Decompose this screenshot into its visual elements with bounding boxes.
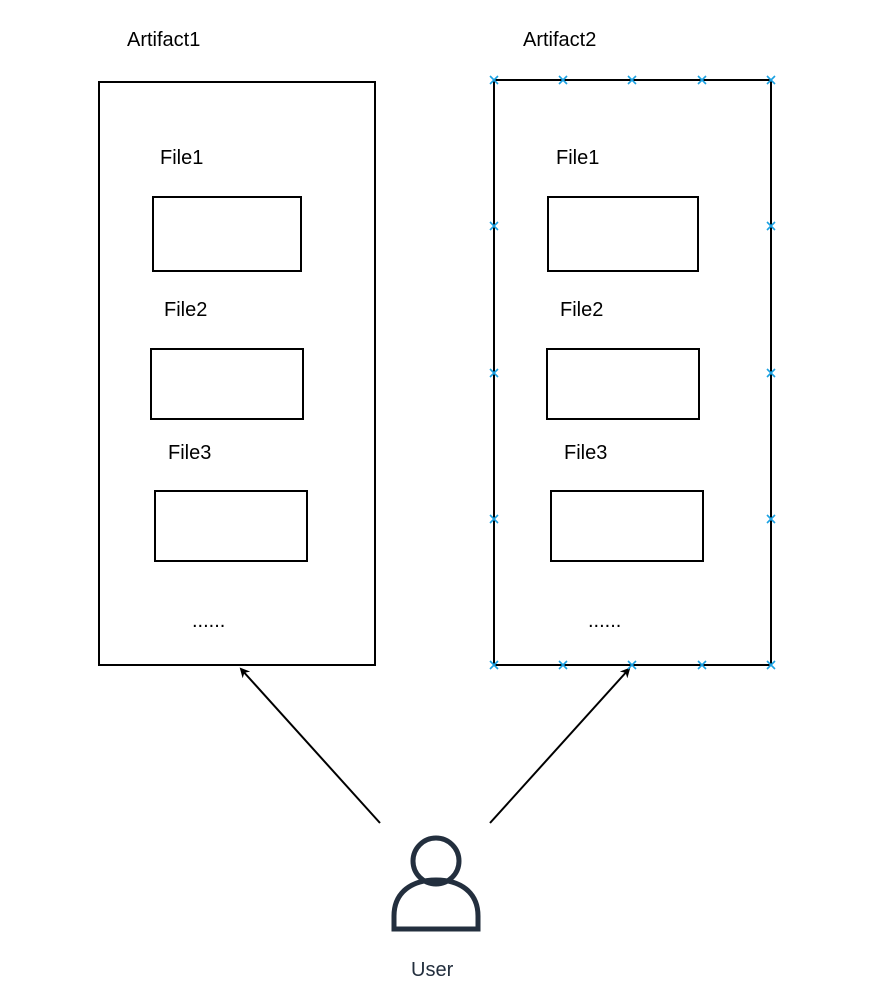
artifact2-title: Artifact2 xyxy=(523,29,597,51)
artifact2-file1-box[interactable] xyxy=(547,196,699,272)
arrow-user-to-artifact2[interactable] xyxy=(489,667,631,824)
selection-handle[interactable] xyxy=(558,75,568,85)
selection-handle[interactable] xyxy=(627,75,637,85)
artifact1-file2-label: File2 xyxy=(164,299,208,321)
selection-handle[interactable] xyxy=(766,221,776,231)
artifact2-file2-box[interactable] xyxy=(546,348,700,420)
selection-handle[interactable] xyxy=(697,75,707,85)
selection-handle[interactable] xyxy=(558,660,568,670)
selection-handle[interactable] xyxy=(489,514,499,524)
selection-handle[interactable] xyxy=(489,75,499,85)
artifact2-file3-label: File3 xyxy=(564,442,608,464)
artifact2-file3-box[interactable] xyxy=(550,490,704,562)
artifact1-container[interactable] xyxy=(98,81,376,666)
arrow-user-to-artifact1[interactable] xyxy=(239,667,381,824)
selection-handle[interactable] xyxy=(766,514,776,524)
selection-handle[interactable] xyxy=(489,368,499,378)
selection-handle[interactable] xyxy=(627,660,637,670)
artifact1-file3-label: File3 xyxy=(168,442,212,464)
artifact1-file2-box[interactable] xyxy=(150,348,304,420)
user-label: User xyxy=(411,959,454,981)
selection-handle[interactable] xyxy=(697,660,707,670)
artifact1-file3-box[interactable] xyxy=(154,490,308,562)
user-icon[interactable] xyxy=(391,835,481,932)
artifact2-file2-label: File2 xyxy=(560,299,604,321)
artifact2-ellipsis: ...... xyxy=(588,610,622,632)
artifact1-ellipsis: ...... xyxy=(192,610,226,632)
artifact1-title: Artifact1 xyxy=(127,29,201,51)
selection-handle[interactable] xyxy=(766,368,776,378)
selection-handle[interactable] xyxy=(489,660,499,670)
artifact2-file1-label: File1 xyxy=(556,147,600,169)
selection-handle[interactable] xyxy=(766,75,776,85)
artifact2-selection-handles[interactable] xyxy=(489,75,776,670)
selection-handle[interactable] xyxy=(489,221,499,231)
artifact1-file1-box[interactable] xyxy=(152,196,302,272)
selection-handle[interactable] xyxy=(766,660,776,670)
artifact1-file1-label: File1 xyxy=(160,147,204,169)
